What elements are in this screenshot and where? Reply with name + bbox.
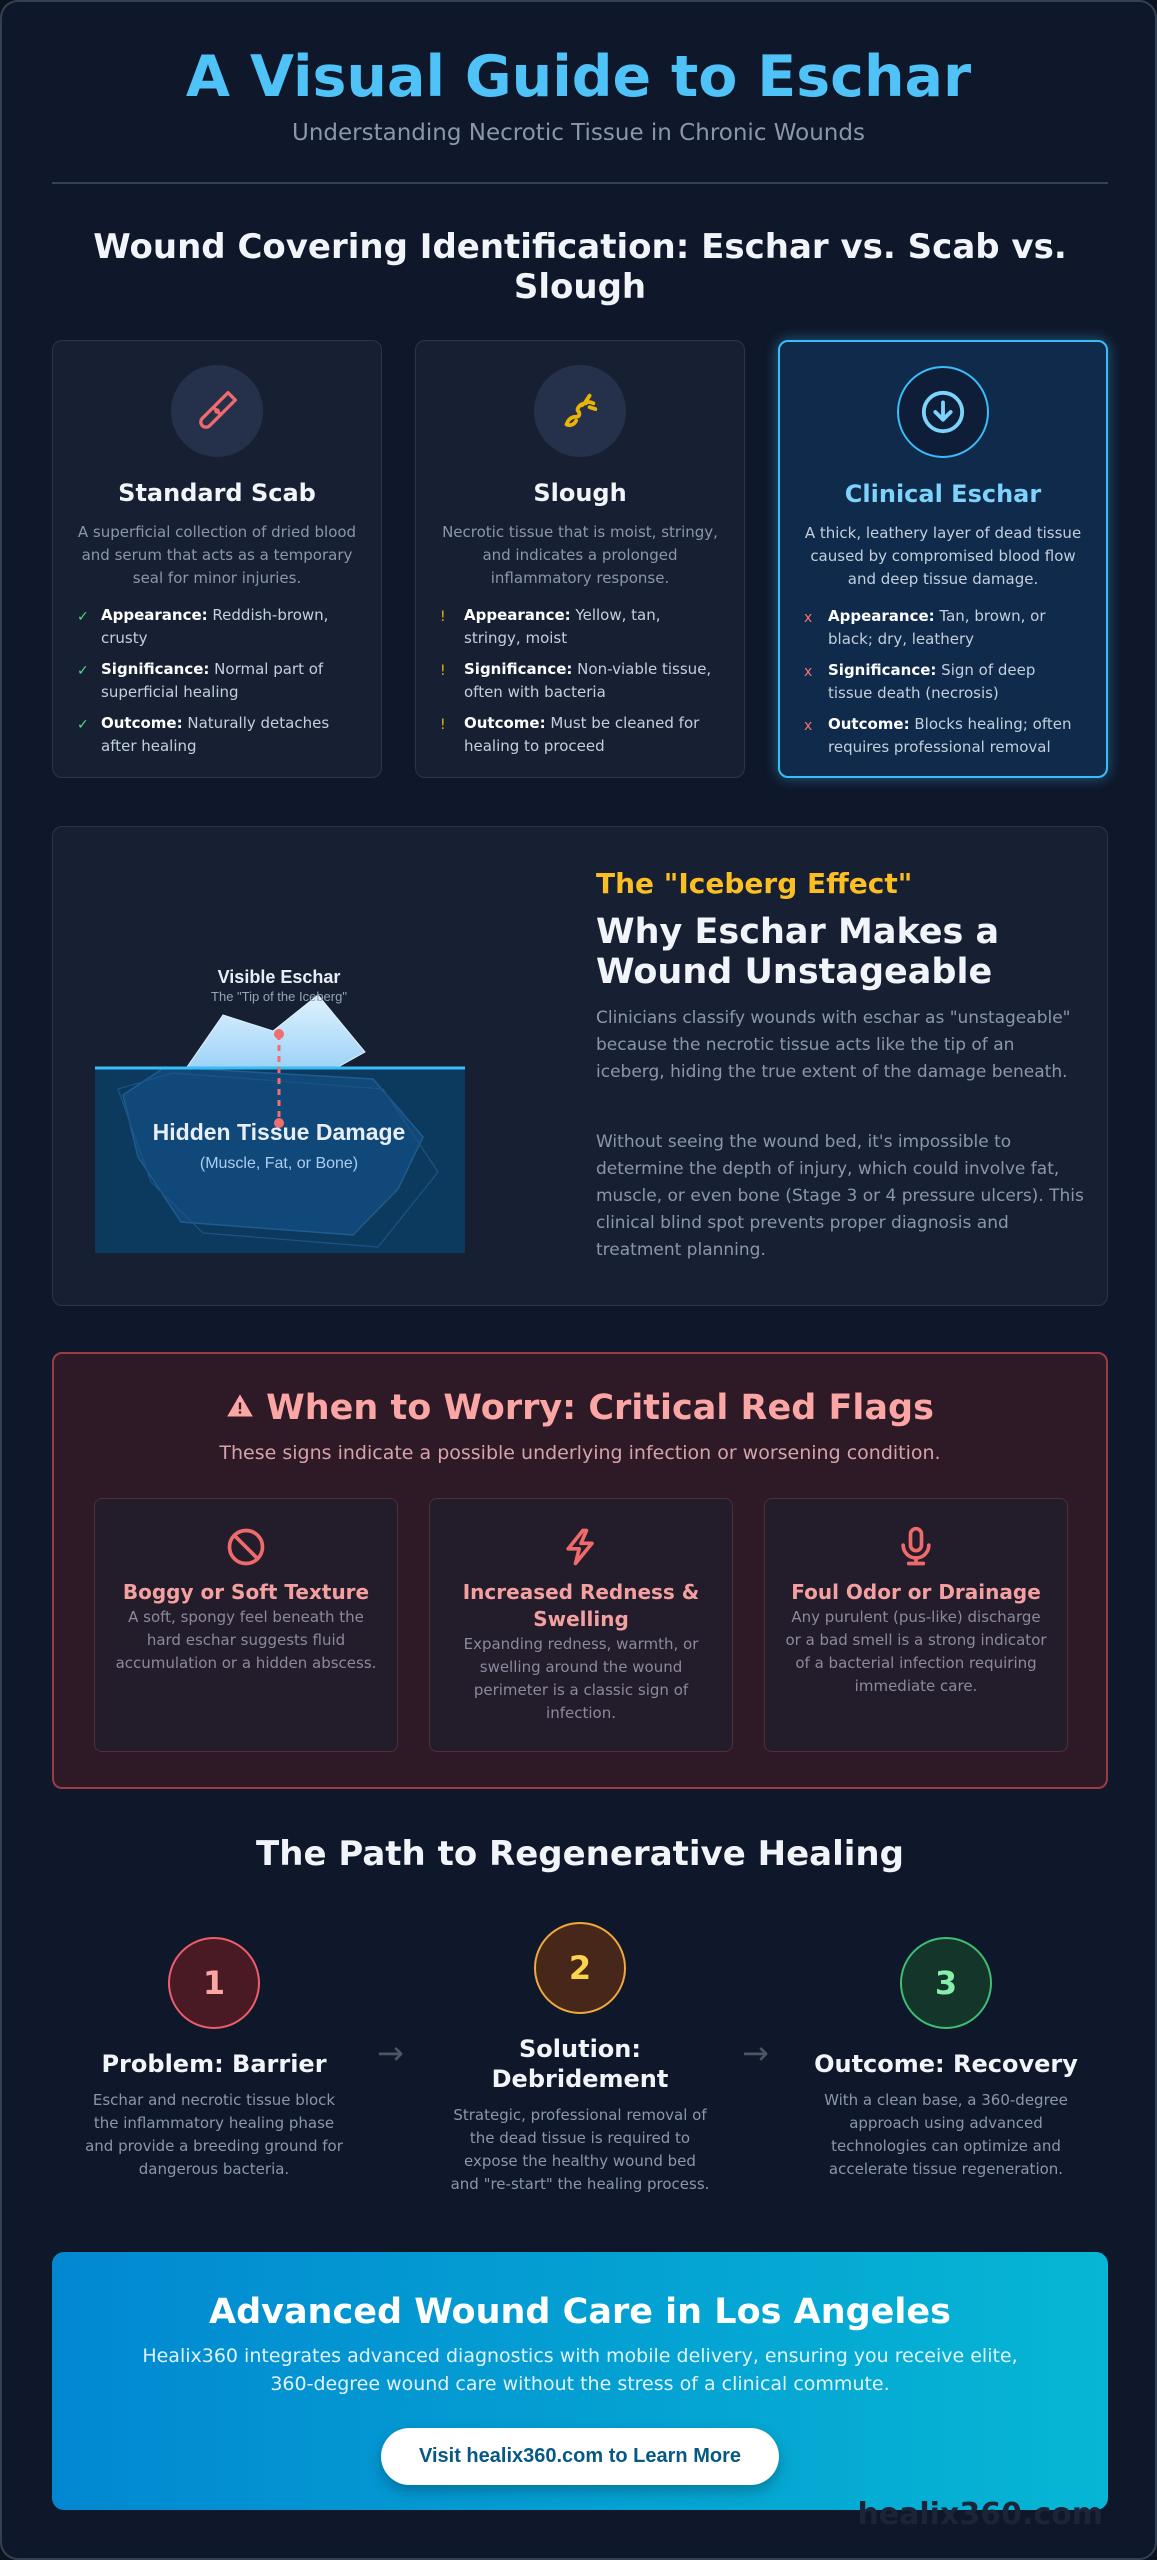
flag-card: Boggy or Soft Texture A soft, spongy fee… bbox=[94, 1498, 398, 1752]
card-standard-scab: Standard Scab A superficial collection o… bbox=[52, 340, 382, 778]
red-flags-subtitle: These signs indicate a possible underlyi… bbox=[219, 1442, 941, 1464]
page-subtitle: Understanding Necrotic Tissue in Chronic… bbox=[292, 120, 865, 146]
arrow-right-icon: → bbox=[742, 2034, 769, 2072]
iceberg-paragraph: Without seeing the wound bed, it's impos… bbox=[596, 1132, 1084, 1260]
step-number-badge: 3 bbox=[900, 1937, 992, 2029]
flag-title: Increased Redness & Swelling bbox=[462, 1580, 700, 1631]
prohibited-icon bbox=[224, 1525, 268, 1569]
x-icon: x bbox=[804, 718, 813, 734]
step-number-badge: 2 bbox=[534, 1922, 626, 2014]
x-icon: x bbox=[804, 664, 813, 680]
step-title: Problem: Barrier bbox=[101, 2050, 327, 2078]
header: A Visual Guide to Eschar Understanding N… bbox=[2, 42, 1155, 146]
flag-card: Foul Odor or Drainage Any purulent (pus-… bbox=[764, 1498, 1068, 1752]
flag-description: Any purulent (pus-like) discharge or a b… bbox=[785, 1608, 1047, 1695]
card-clinical-eschar: Clinical Eschar A thick, leathery layer … bbox=[778, 340, 1108, 778]
step-description: Strategic, professional removal of the d… bbox=[450, 2106, 710, 2193]
card-description: A superficial collection of dried blood … bbox=[77, 523, 357, 587]
stringy-tissue-icon bbox=[534, 365, 626, 457]
red-flags-panel: When to Worry: Critical Red Flags These … bbox=[52, 1352, 1108, 1789]
iceberg-paragraph: Clinicians classify wounds with eschar a… bbox=[596, 1008, 1071, 1082]
card-description: A thick, leathery layer of dead tissue c… bbox=[804, 524, 1082, 588]
arrow-right-icon: → bbox=[377, 2034, 404, 2072]
flag-title: Foul Odor or Drainage bbox=[791, 1580, 1041, 1604]
card-title: Standard Scab bbox=[118, 479, 316, 507]
page-title: A Visual Guide to Eschar bbox=[185, 44, 972, 110]
flag-title: Boggy or Soft Texture bbox=[122, 1580, 370, 1604]
step-title: Outcome: Recovery bbox=[814, 2050, 1078, 2078]
hidden-damage-label: Hidden Tissue Damage bbox=[152, 1119, 406, 1145]
step-solution: 2 Solution: Debridement Strategic, profe… bbox=[430, 1922, 730, 2196]
check-icon: ✓ bbox=[77, 609, 89, 625]
card-slough: Slough Necrotic tissue that is moist, st… bbox=[415, 340, 745, 778]
iceberg-panel: Visible Eschar The "Tip of the Iceberg" … bbox=[52, 826, 1108, 1306]
exclamation-icon: ! bbox=[440, 717, 446, 733]
card-attribute-list: ✓Appearance: Reddish-brown, crusty ✓Sign… bbox=[77, 604, 357, 758]
flag-description: Expanding redness, warmth, or swelling a… bbox=[463, 1635, 699, 1722]
step-description: Eschar and necrotic tissue block the inf… bbox=[85, 2091, 343, 2178]
iceberg-diagram bbox=[95, 994, 465, 1253]
step-number-badge: 1 bbox=[168, 1937, 260, 2029]
flag-card: Increased Redness & Swelling Expanding r… bbox=[429, 1498, 733, 1752]
red-flags-title: When to Worry: Critical Red Flags bbox=[54, 1388, 1106, 1429]
flag-description: A soft, spongy feel beneath the hard esc… bbox=[115, 1608, 377, 1672]
list-item: ✓Appearance: Reddish-brown, crusty bbox=[77, 604, 357, 650]
watermark: healix360.com bbox=[857, 2497, 1103, 2532]
iceberg-kicker: The "Iceberg Effect" bbox=[596, 867, 913, 900]
bandage-icon bbox=[171, 365, 263, 457]
step-problem: 1 Problem: Barrier Eschar and necrotic t… bbox=[64, 1937, 364, 2181]
step-outcome: 3 Outcome: Recovery With a clean base, a… bbox=[796, 1937, 1096, 2181]
visit-website-button[interactable]: Visit healix360.com to Learn More bbox=[381, 2428, 779, 2485]
list-item: ✓Significance: Normal part of superficia… bbox=[77, 658, 357, 704]
tip-of-iceberg-label: The "Tip of the Iceberg" bbox=[211, 989, 347, 1004]
hidden-damage-sub: (Muscle, Fat, or Bone) bbox=[199, 1155, 359, 1172]
card-description: Necrotic tissue that is moist, stringy, … bbox=[442, 523, 718, 587]
cta-text: Healix360 integrates advanced diagnostic… bbox=[142, 2345, 1018, 2395]
exclamation-icon: ! bbox=[440, 663, 446, 679]
step-title: Solution: Debridement bbox=[491, 2035, 669, 2093]
list-item: !Outcome: Must be cleaned for healing to… bbox=[440, 712, 720, 758]
list-item: !Significance: Non-viable tissue, often … bbox=[440, 658, 720, 704]
path-heading: The Path to Regenerative Healing bbox=[256, 1834, 904, 1874]
exclamation-icon: ! bbox=[440, 609, 446, 625]
card-title: Slough bbox=[533, 479, 627, 507]
iceberg-heading: Why Eschar Makes a Wound Unstageable bbox=[596, 912, 1000, 992]
microphone-icon bbox=[894, 1525, 938, 1569]
check-icon: ✓ bbox=[77, 717, 89, 733]
comparison-heading: Wound Covering Identification: Eschar vs… bbox=[93, 227, 1067, 307]
visible-eschar-label: Visible Eschar bbox=[217, 967, 341, 987]
cta-banner: Advanced Wound Care in Los Angeles Heali… bbox=[52, 2252, 1108, 2510]
lightning-icon bbox=[559, 1525, 603, 1569]
cta-title: Advanced Wound Care in Los Angeles bbox=[208, 2292, 951, 2332]
warning-icon bbox=[226, 1389, 254, 1429]
arrow-down-circle-icon bbox=[897, 366, 989, 458]
x-icon: x bbox=[804, 610, 813, 626]
card-title: Clinical Eschar bbox=[844, 480, 1042, 508]
header-divider bbox=[52, 182, 1108, 184]
card-attribute-list: !Appearance: Yellow, tan, stringy, moist… bbox=[440, 604, 720, 758]
list-item: !Appearance: Yellow, tan, stringy, moist bbox=[440, 604, 720, 650]
step-description: With a clean base, a 360-degree approach… bbox=[824, 2091, 1068, 2178]
check-icon: ✓ bbox=[77, 663, 89, 679]
list-item: ✓Outcome: Naturally detaches after heali… bbox=[77, 712, 357, 758]
